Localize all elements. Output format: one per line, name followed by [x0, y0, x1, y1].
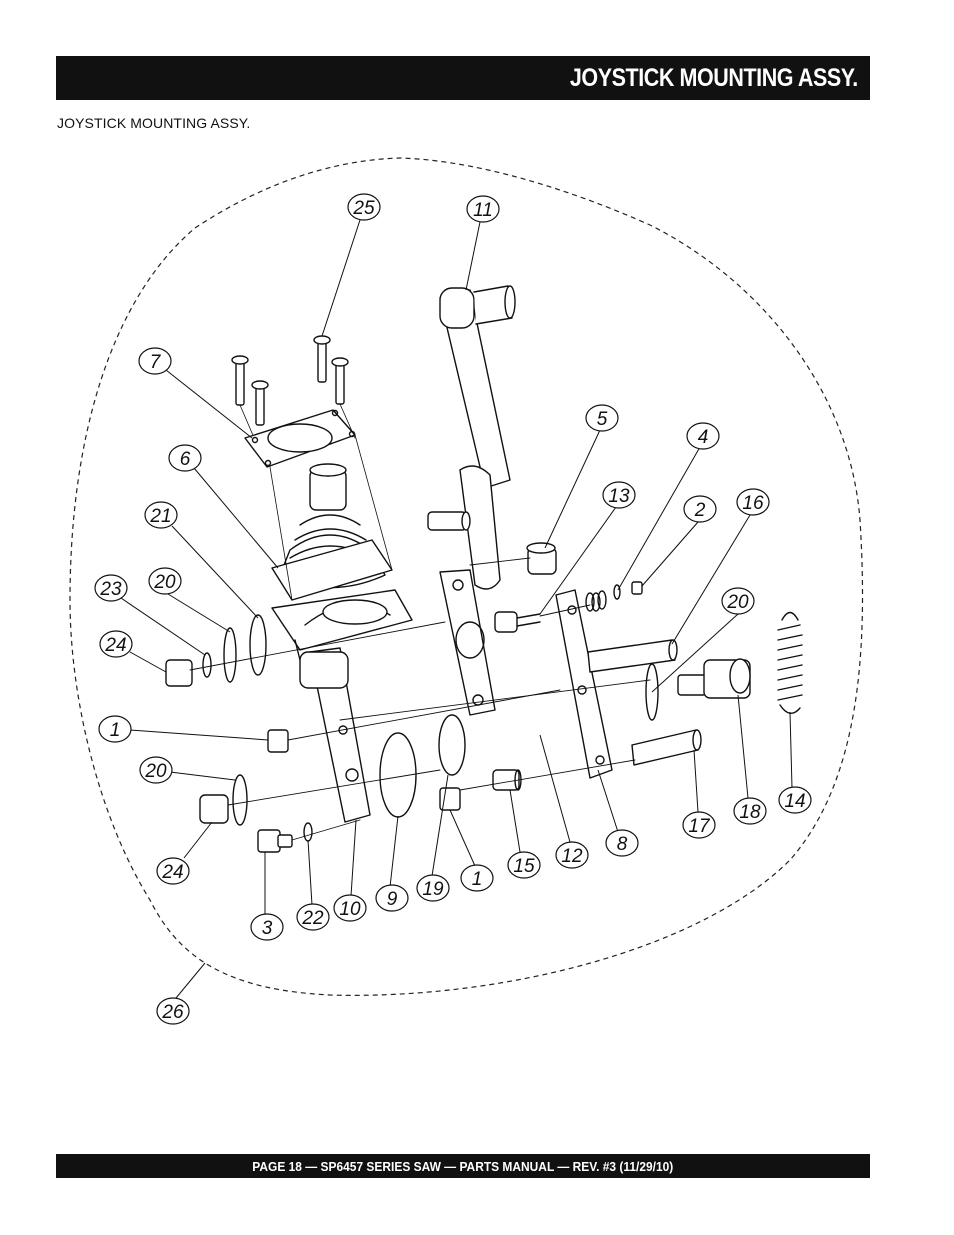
svg-text:7: 7 — [150, 352, 162, 373]
page-title: JOYSTICK MOUNTING ASSY. — [570, 63, 858, 92]
callout-16: 16 — [736, 488, 770, 516]
joystick-boot — [269, 434, 393, 601]
svg-text:16: 16 — [742, 493, 764, 514]
svg-text:8: 8 — [617, 834, 628, 855]
spring-washers — [585, 581, 643, 612]
callout-2: 2 — [683, 495, 717, 523]
joystick-handle — [439, 285, 516, 489]
svg-text:11: 11 — [473, 200, 493, 221]
bushing — [526, 542, 557, 575]
callout-14: 14 — [778, 786, 812, 814]
callout-18: 18 — [733, 797, 767, 825]
svg-text:14: 14 — [784, 791, 805, 812]
callout-21: 21 — [144, 501, 178, 529]
header-bar: JOYSTICK MOUNTING ASSY. — [56, 56, 870, 100]
callout-23: 23 — [94, 574, 128, 602]
svg-text:23: 23 — [99, 579, 122, 600]
small-bolt — [257, 822, 313, 853]
svg-text:24: 24 — [104, 635, 126, 656]
callout-20-left: 20 — [148, 567, 182, 595]
callout-19: 19 — [416, 874, 450, 902]
long-shaft — [587, 639, 678, 673]
svg-text:18: 18 — [739, 802, 761, 823]
callout-5: 5 — [585, 404, 619, 432]
left-plate — [299, 647, 371, 823]
svg-text:21: 21 — [149, 506, 171, 527]
base-bracket — [271, 589, 413, 661]
callout-20-right: 20 — [721, 587, 755, 615]
callout-10: 10 — [333, 894, 367, 922]
pivot-link — [427, 465, 501, 590]
clevis-pin — [631, 729, 702, 766]
svg-text:5: 5 — [597, 409, 608, 430]
svg-text:4: 4 — [698, 427, 709, 448]
svg-text:13: 13 — [608, 486, 630, 507]
right-plate — [555, 589, 613, 779]
svg-text:1: 1 — [472, 869, 483, 890]
svg-text:17: 17 — [688, 816, 711, 837]
callout-17: 17 — [682, 811, 716, 839]
callout-20-bottom: 20 — [139, 756, 173, 784]
svg-text:26: 26 — [161, 1002, 184, 1023]
tension-spring — [777, 611, 803, 714]
left-stack — [165, 614, 461, 826]
callout-24-top: 24 — [99, 630, 133, 658]
detent-pin — [494, 611, 541, 633]
callout-22: 22 — [296, 903, 330, 931]
footer-text: PAGE 18 — SP6457 SERIES SAW — PARTS MANU… — [252, 1158, 674, 1174]
shoulder-bolt — [677, 658, 751, 699]
callouts: 25 11 7 6 21 20 23 24 1 20 24 3 22 10 9 … — [94, 193, 812, 1025]
svg-text:10: 10 — [339, 899, 361, 920]
svg-text:25: 25 — [352, 198, 375, 219]
svg-text:9: 9 — [387, 889, 398, 910]
center-plate — [439, 569, 496, 716]
svg-text:6: 6 — [180, 449, 191, 470]
callout-12: 12 — [555, 841, 589, 869]
svg-text:20: 20 — [726, 592, 749, 613]
callout-7: 7 — [138, 347, 172, 375]
top-plate — [244, 409, 356, 468]
callout-25: 25 — [347, 193, 381, 221]
svg-text:3: 3 — [262, 918, 273, 939]
svg-text:2: 2 — [694, 500, 706, 521]
callout-24-bottom: 24 — [156, 857, 190, 885]
callout-15: 15 — [507, 851, 541, 879]
callout-11: 11 — [466, 195, 500, 223]
callout-1-bottom: 1 — [460, 864, 494, 892]
callout-9: 9 — [375, 884, 409, 912]
svg-text:20: 20 — [144, 761, 167, 782]
footer-bar: PAGE 18 — SP6457 SERIES SAW — PARTS MANU… — [56, 1154, 870, 1178]
svg-text:1: 1 — [110, 720, 121, 741]
section-subtitle: JOYSTICK MOUNTING ASSY. — [57, 115, 251, 131]
callout-8: 8 — [605, 829, 639, 857]
washer-19 — [438, 714, 466, 776]
callout-6: 6 — [168, 444, 202, 472]
callout-4: 4 — [686, 422, 720, 450]
mounting-screws — [231, 335, 356, 441]
assembly-axes — [189, 557, 651, 841]
leader-lines — [117, 219, 793, 999]
svg-text:24: 24 — [161, 862, 183, 883]
svg-text:22: 22 — [301, 908, 324, 929]
callout-13: 13 — [602, 481, 636, 509]
callout-26: 26 — [156, 997, 190, 1025]
assembly-boundary — [69, 157, 864, 996]
svg-text:19: 19 — [422, 879, 444, 900]
svg-text:15: 15 — [513, 856, 535, 877]
svg-text:12: 12 — [561, 846, 583, 867]
svg-text:20: 20 — [153, 572, 176, 593]
callout-1-left: 1 — [98, 715, 132, 743]
callout-3: 3 — [250, 913, 284, 941]
